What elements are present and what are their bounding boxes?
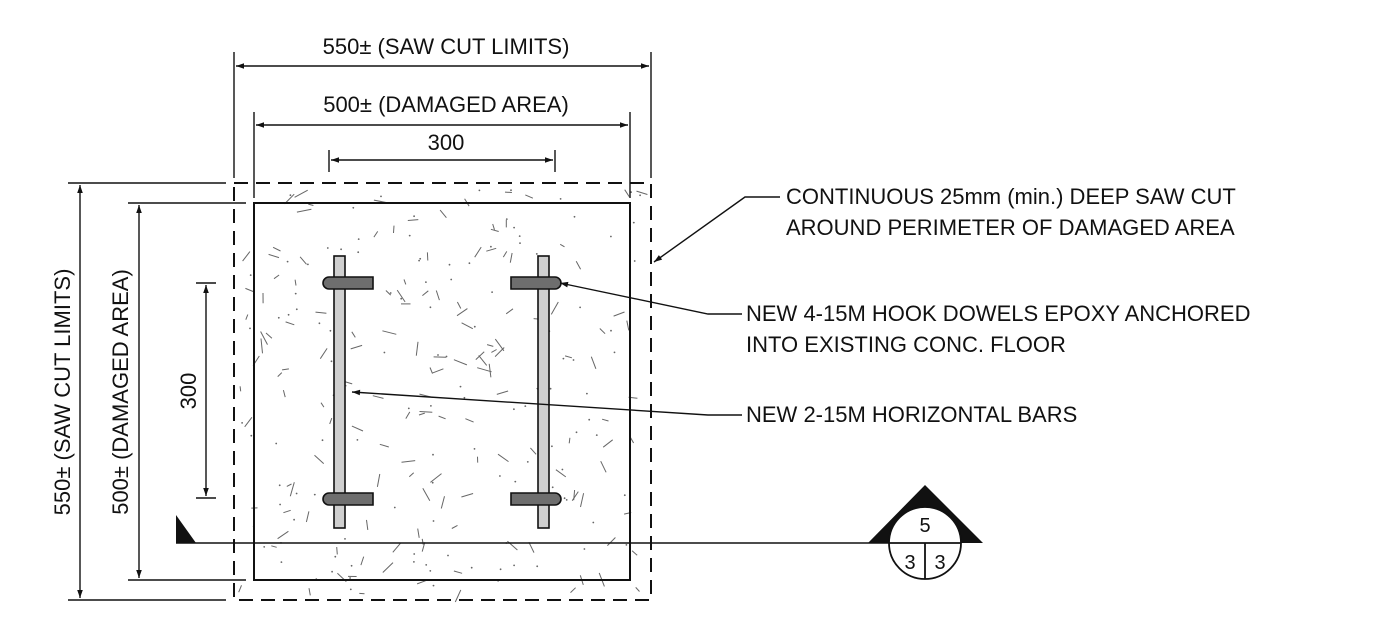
- hook-dowel-top-left: [322, 276, 374, 290]
- dim-bar-spacing-side: 300: [176, 373, 201, 410]
- dim-bar-spacing-top: 300: [428, 130, 465, 155]
- leader-lines: [351, 196, 780, 416]
- note-horizontal-bars: NEW 2-15M HORIZONTAL BARS: [746, 402, 1077, 427]
- section-sheet-right: 3: [934, 552, 945, 574]
- note-dowels-line1: NEW 4-15M HOOK DOWELS EPOXY ANCHORED: [746, 301, 1250, 326]
- dim-damaged-area-top: 500± (DAMAGED AREA): [323, 92, 569, 117]
- saw-cut-outline: [233, 182, 652, 601]
- dim-saw-cut-limits-top: 550± (SAW CUT LIMITS): [323, 34, 570, 59]
- horizontal-bar-left: [333, 255, 346, 529]
- section-detail-number: 5: [919, 515, 930, 537]
- top-dimensions: [233, 52, 652, 198]
- note-saw-cut-line2: AROUND PERIMETER OF DAMAGED AREA: [786, 215, 1235, 240]
- side-dimensions: [68, 182, 246, 601]
- horizontal-bar-right: [537, 255, 550, 529]
- note-dowels-line2: INTO EXISTING CONC. FLOOR: [746, 332, 1066, 357]
- note-saw-cut-line1: CONTINUOUS 25mm (min.) DEEP SAW CUT: [786, 184, 1236, 209]
- hook-dowel-bottom-left: [322, 492, 374, 506]
- hook-dowel-top-right: [510, 276, 562, 290]
- damaged-area-outline: [253, 202, 631, 581]
- dim-damaged-area-side: 500± (DAMAGED AREA): [108, 269, 133, 515]
- hook-dowel-bottom-right: [510, 492, 562, 506]
- section-flag-icon: [176, 515, 196, 543]
- dim-saw-cut-limits-side: 550± (SAW CUT LIMITS): [50, 269, 75, 516]
- concrete-texture: [238, 189, 648, 603]
- section-tag: [868, 485, 983, 580]
- section-sheet-left: 3: [904, 552, 915, 574]
